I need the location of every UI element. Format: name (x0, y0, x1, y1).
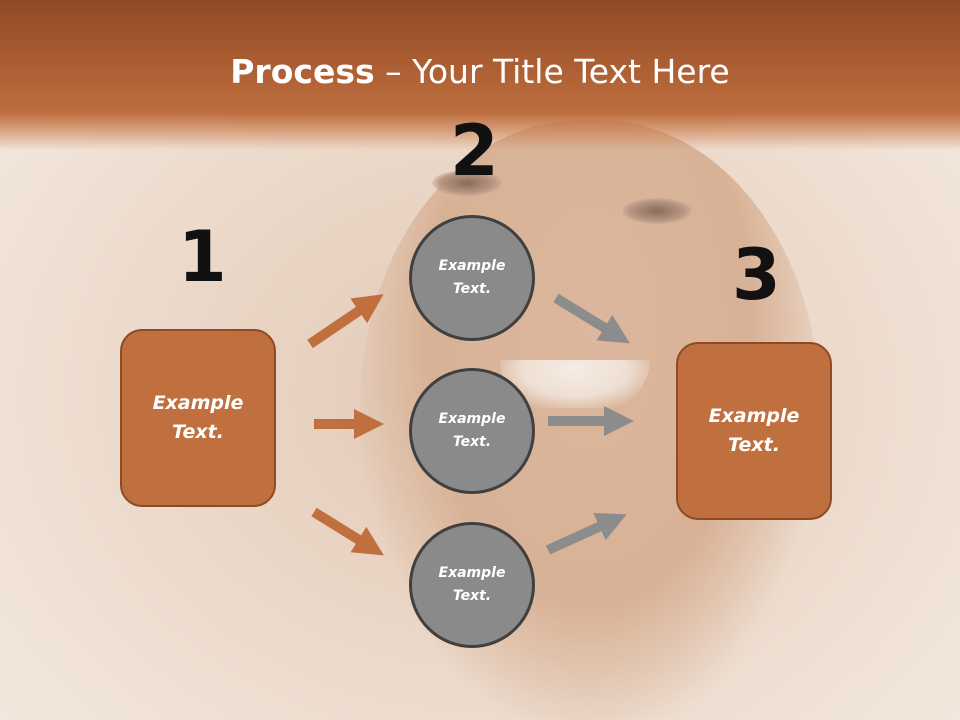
process-circle-bottom-text: Example Text. (438, 565, 506, 604)
arrow-from-circle-bottom (545, 512, 627, 555)
process-circle-top: Example Text. (409, 215, 535, 341)
step-number-3: 3 (732, 234, 781, 316)
process-box-right-text: Example Text. (708, 405, 800, 456)
title-bar (0, 0, 960, 150)
step-number-1: 1 (178, 216, 227, 298)
process-box-left: Example Text. (120, 329, 276, 507)
slide-title: Process – Your Title Text Here (0, 52, 960, 91)
step-number-2: 2 (450, 110, 499, 192)
process-circle-top-text: Example Text. (438, 258, 506, 297)
process-box-right: Example Text. (676, 342, 832, 520)
background-eye-right (622, 198, 692, 224)
process-circle-middle-text: Example Text. (438, 411, 506, 450)
process-circle-bottom: Example Text. (409, 522, 535, 648)
arrow-to-circle-top (307, 294, 384, 349)
process-circle-middle: Example Text. (409, 368, 535, 494)
arrow-from-circle-top (553, 293, 630, 344)
slide-title-bold: Process (230, 52, 375, 91)
process-box-left-text: Example Text. (152, 392, 244, 443)
slide-title-rest: – Your Title Text Here (374, 52, 730, 91)
background-eye-left (432, 170, 502, 196)
arrow-to-circle-bottom (311, 507, 384, 556)
